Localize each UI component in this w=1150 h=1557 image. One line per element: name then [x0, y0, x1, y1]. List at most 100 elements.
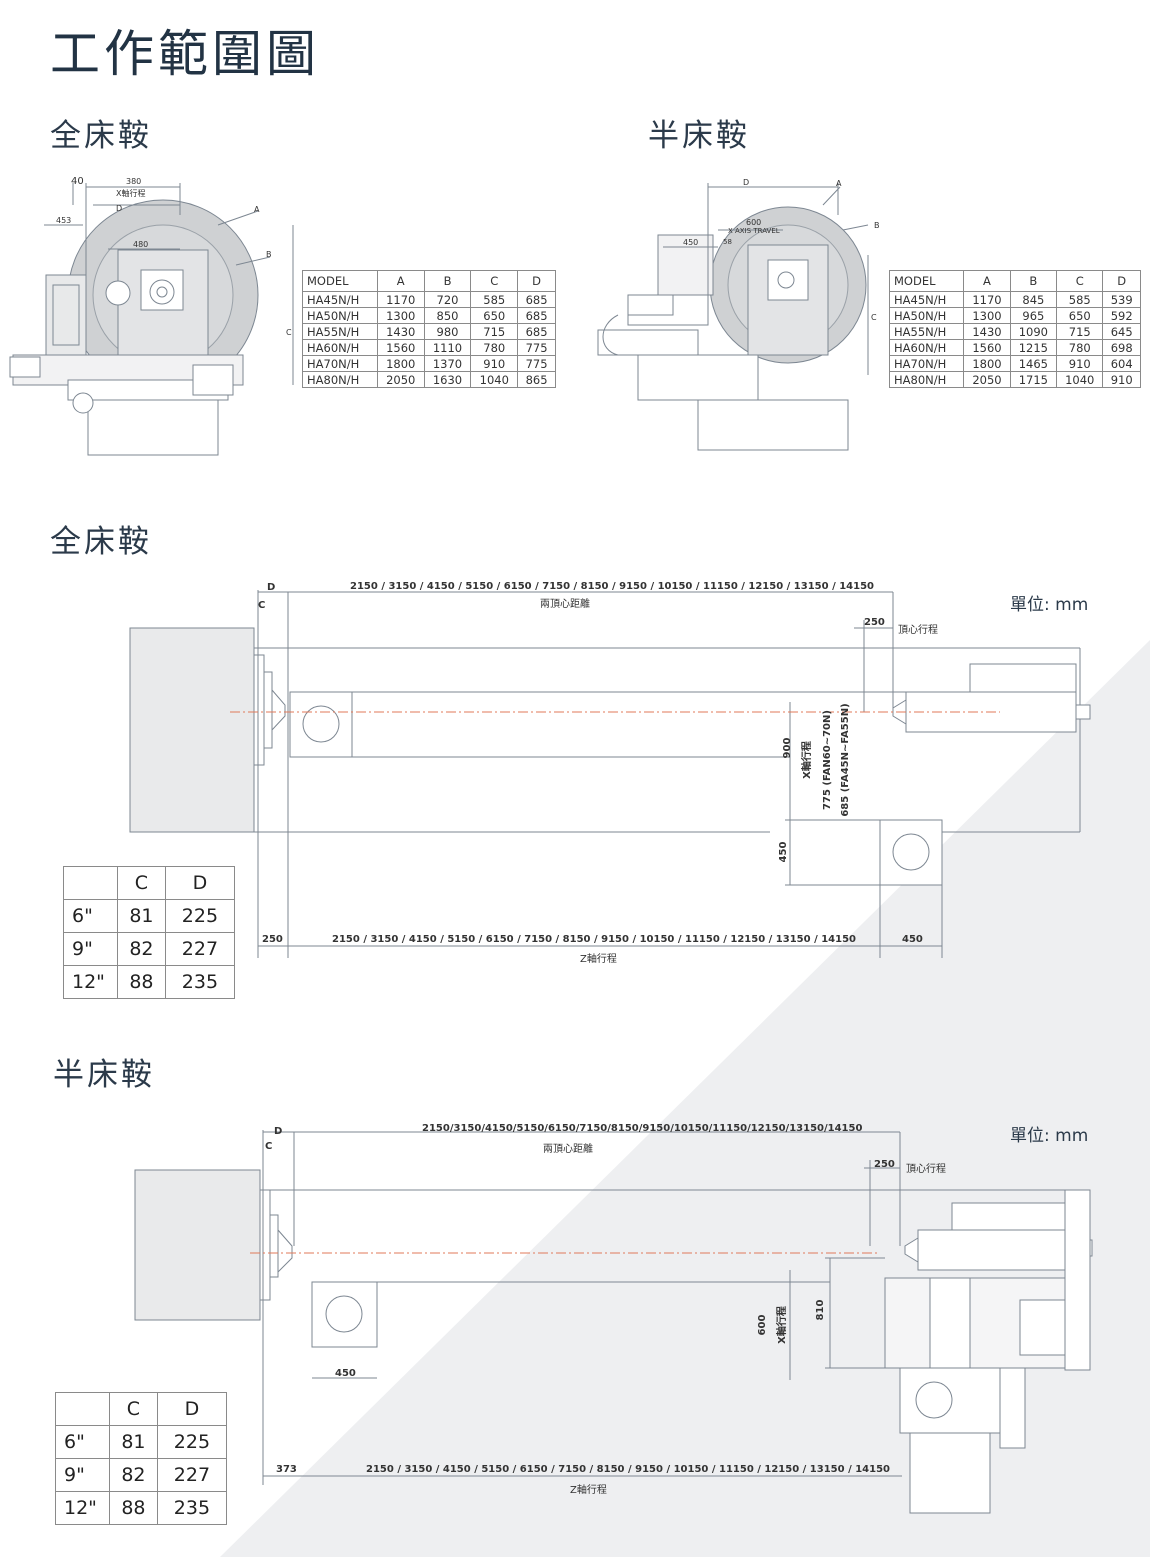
- dim-453: 453: [56, 216, 71, 225]
- table-cell: HA60N/H: [888, 339, 965, 356]
- table-cell: HA45N/H: [302, 291, 378, 308]
- dim-250-top: 250: [874, 1159, 895, 1170]
- dim-600: 600: [746, 218, 761, 227]
- dim-450: 450: [335, 1368, 356, 1379]
- table-cell: HA80N/H: [302, 371, 378, 388]
- dim-label-c: C: [871, 313, 877, 322]
- dim-label-b: B: [266, 250, 272, 259]
- dim-z-lengths: 2150 / 3150 / 4150 / 5150 / 6150 / 7150 …: [366, 1464, 890, 1475]
- table-cell: 585: [1056, 291, 1104, 308]
- dim-450: 450: [778, 842, 789, 863]
- table-cell: 845: [1009, 291, 1058, 308]
- dim-250-bottom: 250: [262, 934, 283, 945]
- table-cell: 980: [423, 323, 472, 340]
- table-cell: HA55N/H: [888, 323, 965, 340]
- table-cell: 1800: [963, 355, 1011, 372]
- table-cell: 780: [1056, 339, 1104, 356]
- section-title-half-saddle: 半床鞍: [648, 118, 750, 154]
- table-header-cell: A: [376, 270, 425, 292]
- table-cell: 1430: [963, 323, 1011, 340]
- table-cell: 1215: [1009, 339, 1058, 356]
- unit-label-half: 單位: mm: [1010, 1126, 1089, 1146]
- table-header-cell: C: [109, 1392, 158, 1426]
- table-cell: 81: [117, 899, 166, 933]
- full-saddle-front-drawing: 40 380 X軸行程 D 453 480 A B C: [9, 176, 294, 456]
- table-cell: 685: [517, 291, 556, 308]
- dim-58: 58: [723, 238, 732, 246]
- table-cell: 910: [470, 355, 519, 372]
- table-cell: 81: [109, 1425, 158, 1459]
- dim-label-a: A: [836, 179, 842, 188]
- table-cell: HA50N/H: [302, 307, 378, 324]
- dim-775: 775 (FAN60~70N): [822, 710, 833, 810]
- dim-label-c: C: [258, 600, 265, 611]
- table-cell: 1560: [376, 339, 425, 356]
- table-cell: 225: [156, 1425, 228, 1459]
- table-header-cell: D: [164, 866, 236, 900]
- dim-373: 373: [276, 1464, 297, 1475]
- table-header-cell: C: [470, 270, 519, 292]
- dim-label-a: A: [254, 205, 260, 214]
- dim-z-travel: Z軸行程: [580, 952, 617, 965]
- table-header-cell: [55, 1392, 110, 1426]
- dim-x-axis-travel: X AXIS TRAVEL: [728, 227, 780, 235]
- table-header-cell: C: [1056, 270, 1104, 292]
- table-cell: 235: [156, 1491, 228, 1525]
- table-cell: 685: [517, 307, 556, 324]
- dim-480: 480: [133, 240, 148, 249]
- table-cell: 88: [117, 965, 166, 999]
- table-cell: 715: [470, 323, 519, 340]
- dim-z-lengths: 2150 / 3150 / 4150 / 5150 / 6150 / 7150 …: [332, 934, 856, 945]
- dim-40: 40: [71, 176, 84, 187]
- table-cell: 227: [156, 1458, 228, 1492]
- table-header-row: MODEL A B C D: [888, 270, 1141, 292]
- dim-810: 810: [815, 1300, 826, 1321]
- table-cell: 720: [423, 291, 472, 308]
- table-cell: 1560: [963, 339, 1011, 356]
- table-cell: 9": [55, 1458, 110, 1492]
- dim-250-top: 250: [864, 617, 885, 628]
- table-header-cell: D: [1102, 270, 1141, 292]
- dim-between-centers-lengths: 2150 / 3150 / 4150 / 5150 / 6150 / 7150 …: [350, 581, 874, 592]
- table-header-cell: B: [423, 270, 472, 292]
- table-header-row: C D: [55, 1392, 228, 1426]
- table-cell: 235: [164, 965, 236, 999]
- table-cell: 850: [423, 307, 472, 324]
- dim-x-travel: X軸行程: [116, 188, 145, 198]
- table-cell: HA55N/H: [302, 323, 378, 340]
- table-cell: 715: [1056, 323, 1104, 340]
- dim-label-d: D: [267, 582, 275, 593]
- table-cell: 592: [1102, 307, 1141, 324]
- table-cell: HA80N/H: [888, 371, 965, 388]
- table-cell: 82: [117, 932, 166, 966]
- table-cell: HA70N/H: [888, 355, 965, 372]
- dim-x-travel: X軸行程: [800, 741, 813, 779]
- dim-z-travel: Z軸行程: [570, 1483, 607, 1496]
- table-cell: 585: [470, 291, 519, 308]
- table-cell: 910: [1056, 355, 1104, 372]
- table-cell: 1110: [423, 339, 472, 356]
- dim-x-travel: X軸行程: [775, 1306, 788, 1344]
- dim-685: 685 (FA45N~FA55N): [840, 703, 851, 816]
- table-cell: 1300: [963, 307, 1011, 324]
- table-cell: 88: [109, 1491, 158, 1525]
- table-cell: 2050: [376, 371, 425, 388]
- table-cell: 1170: [963, 291, 1011, 308]
- table-header-cell: C: [117, 866, 166, 900]
- dim-quill-travel: 頂心行程: [898, 623, 938, 636]
- table-cell: 1370: [423, 355, 472, 372]
- table-header-cell: D: [517, 270, 556, 292]
- table-cell: 645: [1102, 323, 1141, 340]
- table-cell: 775: [517, 355, 556, 372]
